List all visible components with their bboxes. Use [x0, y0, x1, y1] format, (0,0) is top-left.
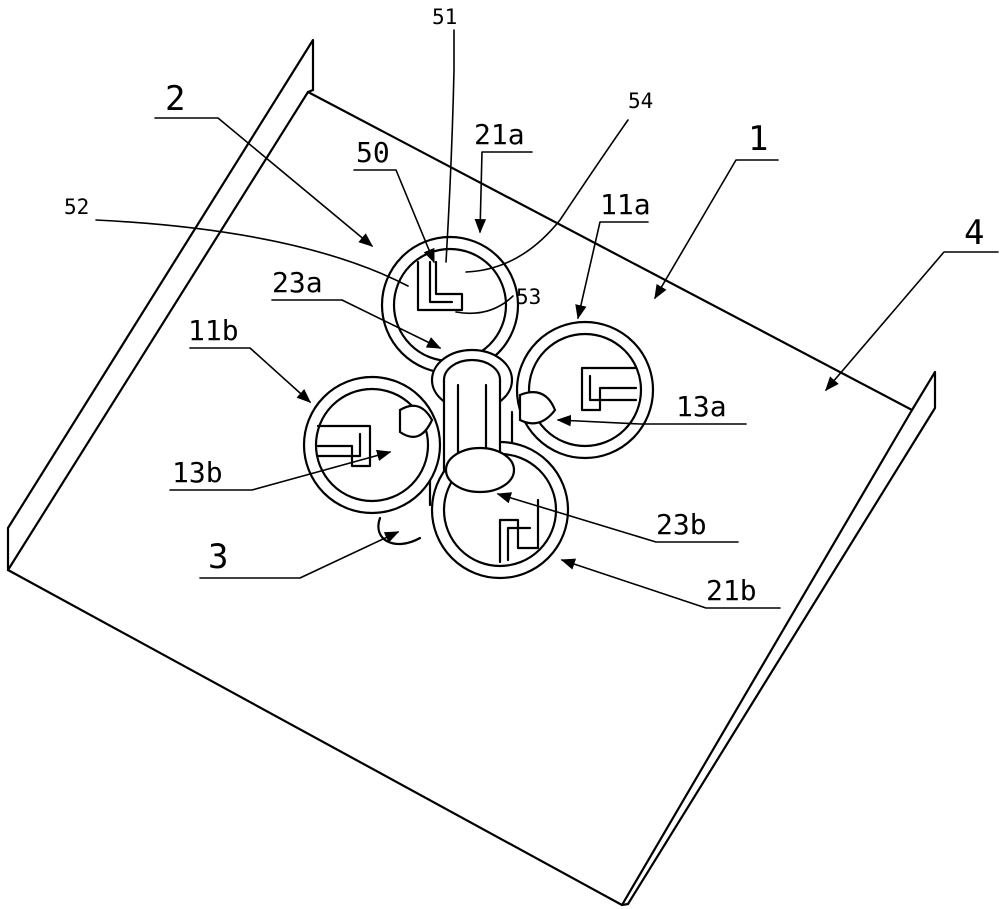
label-3: 3: [208, 537, 228, 577]
label-54: 54: [628, 89, 653, 113]
label-21b: 21b: [706, 574, 757, 607]
tray-plate: [6, 38, 937, 907]
label-11a: 11a: [600, 188, 651, 221]
label-2: 2: [165, 79, 185, 119]
flower-part: [302, 235, 655, 580]
label-51: 51: [432, 5, 457, 29]
leader-lines: [95, 29, 999, 609]
label-53: 53: [516, 285, 541, 309]
label-23b: 23b: [656, 508, 707, 541]
label-50: 50: [356, 136, 390, 169]
label-21a: 21a: [474, 118, 525, 151]
reference-labels: 1 2 3 4 11a 11b 13a 13b 21a 21b 23a 23b …: [64, 5, 984, 607]
label-4: 4: [964, 213, 984, 253]
label-1: 1: [748, 119, 768, 159]
label-13a: 13a: [676, 390, 727, 423]
label-11b: 11b: [188, 314, 239, 347]
label-23a: 23a: [272, 266, 323, 299]
label-52: 52: [64, 195, 89, 219]
label-13b: 13b: [172, 456, 223, 489]
